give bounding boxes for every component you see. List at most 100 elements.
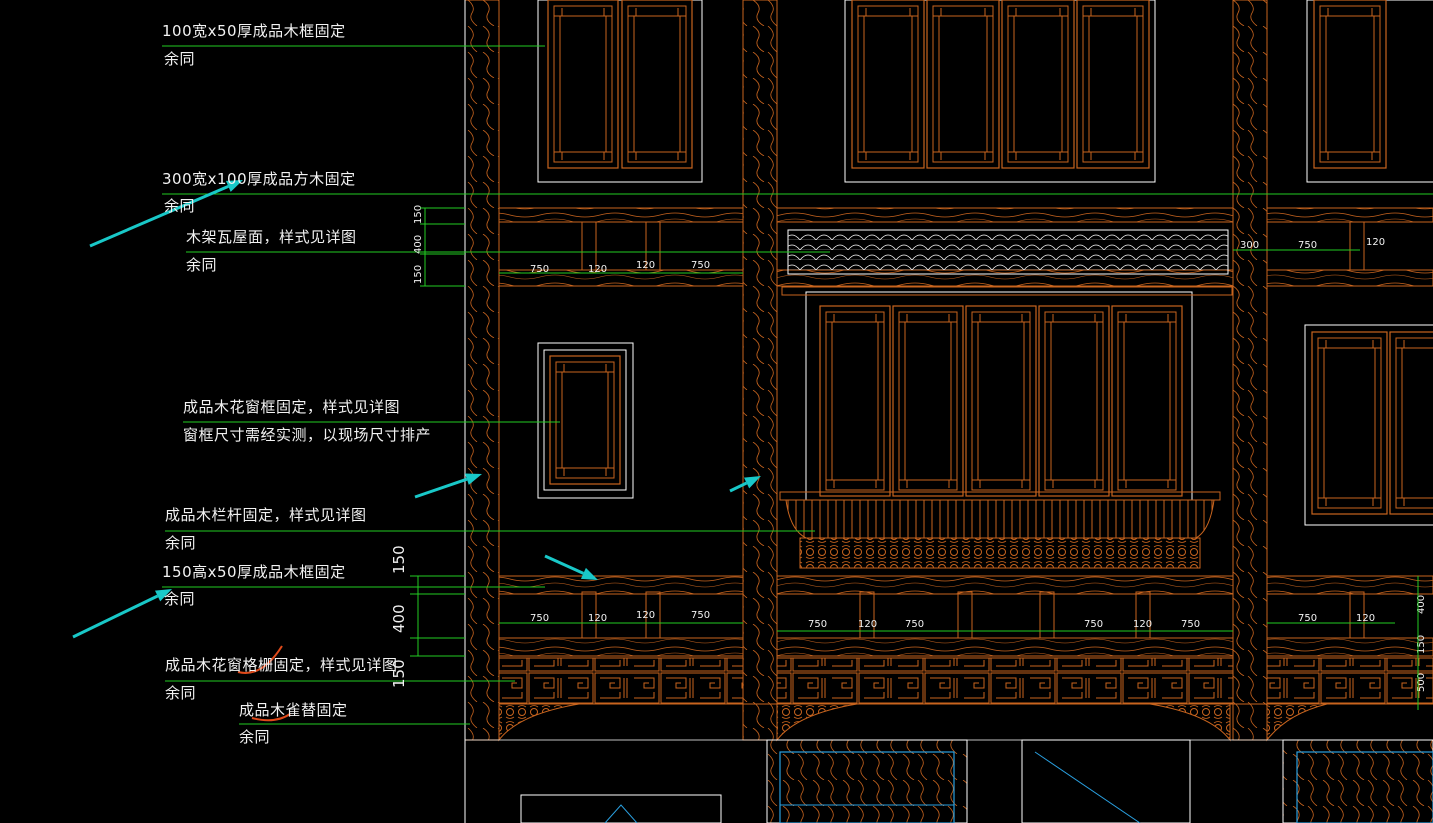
lattice-grille-0[interactable] — [498, 657, 744, 705]
timber-beam-9[interactable] — [498, 637, 744, 657]
timber-beam-3[interactable] — [498, 269, 744, 287]
timber-beam-1[interactable] — [776, 207, 1234, 223]
window-right-leaf-a[interactable] — [1311, 331, 1388, 515]
dim-lower-mid-3: 750 — [1084, 619, 1103, 630]
timber-stud-4[interactable] — [859, 591, 875, 639]
window-upper-mid-leaf-3[interactable] — [1076, 0, 1150, 169]
lattice-grille-1[interactable] — [776, 657, 1234, 705]
window-right-leaf-b-inner — [1395, 337, 1433, 509]
timber-stud-8[interactable] — [1349, 221, 1365, 271]
callout-arrow-3 — [544, 554, 598, 580]
dimension-layer[interactable]: 750 120 120 750 300 750 120 150 400 150 … — [390, 205, 1427, 710]
window-upper-right-outline[interactable] — [1306, 0, 1433, 183]
dim-lower-mid-5: 750 — [1181, 619, 1200, 630]
window-upper-right-leaf[interactable] — [1313, 0, 1387, 169]
window-right-leaf-b[interactable] — [1389, 331, 1433, 515]
note-tile-roof[interactable]: 木架瓦屋面，样式见详图 — [186, 228, 357, 246]
dim-lower-right-0: 750 — [1298, 613, 1317, 624]
central-door-leaf-2[interactable] — [965, 305, 1037, 497]
timber-post-1[interactable] — [742, 0, 778, 741]
lower-window-b[interactable] — [1296, 751, 1433, 823]
timber-stud-9[interactable] — [1349, 591, 1365, 639]
central-door-leaf-4[interactable] — [1111, 305, 1183, 497]
central-door-leaf-1-frame — [892, 305, 964, 497]
note-wood-bracket[interactable]: 成品木雀替固定 — [239, 701, 348, 719]
lower-pier-a[interactable] — [766, 739, 968, 823]
timber-stud-2[interactable] — [581, 591, 597, 639]
dim-lower-mid-2: 750 — [905, 619, 924, 630]
small-window-outline[interactable] — [537, 342, 634, 499]
small-lattice-window[interactable] — [549, 355, 621, 485]
timber-beam-8[interactable] — [1266, 575, 1433, 595]
timber-beam-0[interactable] — [498, 207, 744, 223]
timber-stud-5[interactable] — [957, 591, 973, 639]
window-right-outline[interactable] — [1304, 324, 1433, 526]
timber-beam-11[interactable] — [1266, 637, 1433, 657]
note-window-size-measure[interactable]: 窗框尺寸需经实测，以现场尺寸排产 — [183, 426, 432, 444]
lower-window-c[interactable] — [520, 794, 722, 823]
note-square-timber-300x100-same[interactable]: 余同 — [164, 197, 196, 215]
note-lattice-grille-same[interactable]: 余同 — [165, 684, 197, 702]
dim-lower-right-1: 120 — [1356, 613, 1375, 624]
window-upper-left-outline[interactable] — [537, 0, 703, 183]
carved-balcony-base[interactable] — [799, 537, 1201, 569]
note-wood-frame-100x50[interactable]: 100宽x50厚成品木框固定 — [162, 22, 346, 40]
timber-stud-6[interactable] — [1039, 591, 1055, 639]
note-lattice-grille[interactable]: 成品木花窗格栅固定，样式见详图 — [165, 656, 398, 674]
timber-beam-10[interactable] — [776, 637, 1234, 657]
note-lattice-window-frame[interactable]: 成品木花窗框固定，样式见详图 — [183, 398, 401, 416]
central-door-leaf-4-panel — [1123, 321, 1171, 481]
timber-post-2[interactable] — [1232, 0, 1268, 741]
lower-window-a[interactable] — [779, 751, 955, 823]
timber-beam-5[interactable] — [1266, 269, 1433, 287]
dim-upper-left-3: 750 — [691, 260, 710, 271]
window-upper-left-leaf-b[interactable] — [621, 0, 693, 169]
structural-geometry[interactable] — [237, 0, 1433, 823]
note-wood-frame-150x50[interactable]: 150高x50厚成品木框固定 — [162, 563, 346, 581]
wood-bracket-3[interactable] — [1266, 703, 1328, 742]
dim-upper-right-1: 750 — [1298, 240, 1317, 251]
dim-lower-vert-left-0: 150 — [390, 545, 408, 574]
window-upper-mid-leaf-0[interactable] — [851, 0, 925, 169]
timber-post-0[interactable] — [464, 0, 500, 741]
note-wood-railing-same[interactable]: 余同 — [165, 534, 197, 552]
note-square-timber-300x100[interactable]: 300宽x100厚成品方木固定 — [162, 170, 356, 188]
wood-bracket-1[interactable] — [776, 703, 858, 742]
timber-stud-0[interactable] — [581, 221, 597, 271]
lower-doorway[interactable] — [1021, 739, 1191, 823]
note-wood-bracket-same[interactable]: 余同 — [239, 728, 271, 746]
tile-roof[interactable] — [787, 229, 1229, 275]
leader-lines[interactable] — [162, 45, 1433, 725]
note-tile-roof-same[interactable]: 余同 — [186, 256, 218, 274]
central-door-outline[interactable] — [805, 291, 1193, 501]
timber-beam-2[interactable] — [1266, 207, 1433, 223]
wood-bracket-2[interactable] — [1149, 703, 1231, 742]
timber-stud-1[interactable] — [645, 221, 661, 271]
timber-beam-7[interactable] — [776, 575, 1234, 595]
dim-lower-vert-left-2: 150 — [390, 659, 408, 688]
timber-stud-7[interactable] — [1135, 591, 1151, 639]
timber-stud-3[interactable] — [645, 591, 661, 639]
window-upper-mid-outline[interactable] — [844, 0, 1156, 183]
note-wood-railing[interactable]: 成品木栏杆固定，样式见详图 — [165, 506, 367, 524]
lower-pier-b[interactable] — [1282, 739, 1433, 823]
wood-bracket-0[interactable] — [498, 703, 580, 742]
central-door-leaf-0[interactable] — [819, 305, 891, 497]
central-door-leaf-3-frame — [1038, 305, 1110, 497]
dim-lower-mid-4: 120 — [1133, 619, 1152, 630]
lattice-grille-2[interactable] — [1266, 657, 1433, 705]
window-upper-mid-leaf-2[interactable] — [1001, 0, 1075, 169]
dim-upper-right-0: 300 — [1240, 240, 1259, 251]
central-door-leaf-1[interactable] — [892, 305, 964, 497]
window-upper-left-leaf-a[interactable] — [547, 0, 619, 169]
wood-balustrade[interactable] — [785, 499, 1215, 539]
window-right-leaf-a-fret — [1318, 340, 1381, 506]
note-wood-frame-150x50-same[interactable]: 余同 — [164, 590, 196, 608]
lower-door-swing — [1034, 751, 1141, 823]
central-door-leaf-3[interactable] — [1038, 305, 1110, 497]
note-wood-frame-100x50-same[interactable]: 余同 — [164, 50, 196, 68]
timber-beam-6[interactable] — [498, 575, 744, 595]
window-upper-mid-leaf-1[interactable] — [926, 0, 1000, 169]
